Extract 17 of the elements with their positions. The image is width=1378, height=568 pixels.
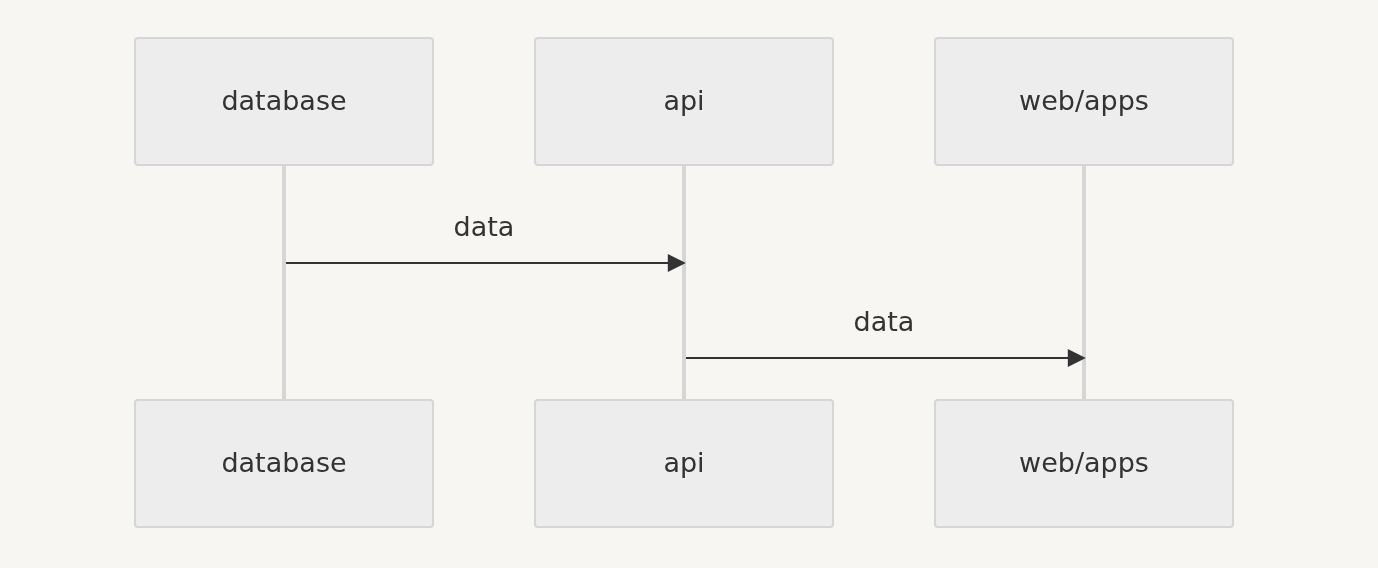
participant-box — [534, 37, 834, 166]
lifeline — [1082, 166, 1086, 399]
participant-label: database — [221, 84, 347, 119]
participant-label: web/apps — [1019, 84, 1149, 119]
message-arrow — [285, 254, 686, 272]
participant-label: database — [221, 446, 347, 481]
participant-label: web/apps — [1019, 446, 1149, 481]
lifeline — [282, 166, 286, 399]
participant-label: api — [663, 446, 705, 481]
participant-box — [134, 37, 434, 166]
participant-box — [134, 399, 434, 528]
participant-box — [934, 37, 1234, 166]
participant-box — [934, 399, 1234, 528]
message-arrow — [685, 349, 1086, 367]
participant-box — [534, 399, 834, 528]
lifeline — [682, 166, 686, 399]
participant-label: api — [663, 84, 705, 119]
